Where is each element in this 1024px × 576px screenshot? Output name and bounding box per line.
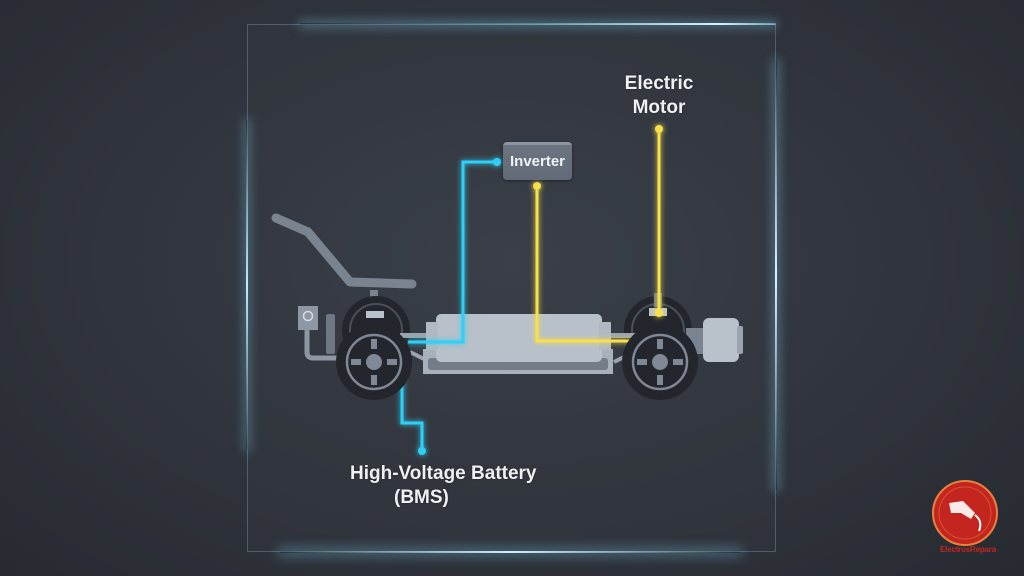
front-wheel — [336, 324, 412, 400]
watermark-text: ElectrosRepara — [940, 545, 996, 554]
inverter-box: Inverter — [503, 142, 572, 180]
hv-connection-line — [400, 158, 501, 455]
frame-glow-left — [246, 120, 248, 450]
frame-glow-bottom — [280, 551, 740, 553]
electric-motor-label: Electric Motor — [624, 73, 694, 118]
steering-wheel-shape — [271, 213, 417, 300]
rear-wheel — [622, 324, 698, 400]
battery-label: High-Voltage Battery (BMS) — [350, 463, 537, 508]
ev-charger-plug-icon — [932, 480, 998, 546]
frame-glow-right — [775, 60, 777, 490]
inverter-label: Inverter — [509, 152, 566, 170]
motor-connection-line — [533, 125, 663, 343]
front-axle — [400, 333, 434, 338]
battery-pack — [423, 314, 613, 374]
front-control-unit — [298, 306, 342, 361]
diagram-frame — [247, 24, 776, 552]
frame-glow-top — [300, 23, 776, 25]
rear-axle — [604, 333, 644, 338]
